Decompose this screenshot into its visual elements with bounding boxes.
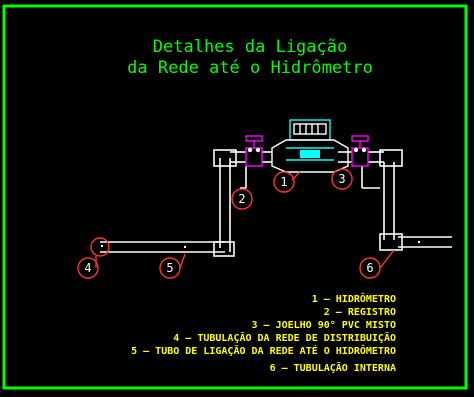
callout-5-circle (159, 257, 181, 279)
drawing-border (2, 4, 468, 390)
legend-item-6: 6 – TUBULAÇÃO INTERNA (270, 361, 396, 374)
title-line-1: Detalhes da Ligação (153, 37, 347, 57)
callout-3-label: 3 (338, 172, 345, 186)
callout-5-leader (179, 253, 186, 269)
legend: 1 – HIDRÔMETRO 2 – REGISTRO 3 – JOELHO 9… (131, 292, 396, 374)
callout-1-circle (273, 171, 295, 193)
callout-6-label: 6 (366, 261, 373, 275)
callout-1-label: 1 (280, 175, 287, 189)
title-line-2: da Rede até o Hidrômetro (127, 58, 373, 78)
legend-item-5: 5 – TUBO DE LIGAÇÃO DA REDE ATÉ O HIDRÔM… (131, 344, 396, 357)
callout-2-label: 2 (238, 192, 245, 206)
legend-item-1: 1 – HIDRÔMETRO (312, 292, 396, 305)
callout-2-circle (231, 188, 253, 210)
callout-4-label: 4 (84, 261, 91, 275)
callout-4-circle (77, 257, 99, 279)
callout-6-circle (359, 257, 381, 279)
pipe-marks (101, 241, 420, 248)
pipe-network (100, 149, 452, 257)
callout-6-leader (379, 249, 395, 269)
legend-item-4: 4 – TUBULAÇÃO DA REDE DE DISTRIBUIÇÃO (173, 331, 396, 344)
valve-right-icon (351, 135, 369, 167)
legend-item-2: 2 – REGISTRO (324, 307, 396, 318)
legend-item-3: 3 – JOELHO 90° PVC MISTO (252, 320, 397, 331)
water-meter-icon (271, 119, 349, 173)
valve-left-icon (245, 135, 263, 167)
rede-pipe-circle (90, 237, 110, 257)
callout-5-label: 5 (166, 261, 173, 275)
callout-3-circle (331, 168, 353, 190)
